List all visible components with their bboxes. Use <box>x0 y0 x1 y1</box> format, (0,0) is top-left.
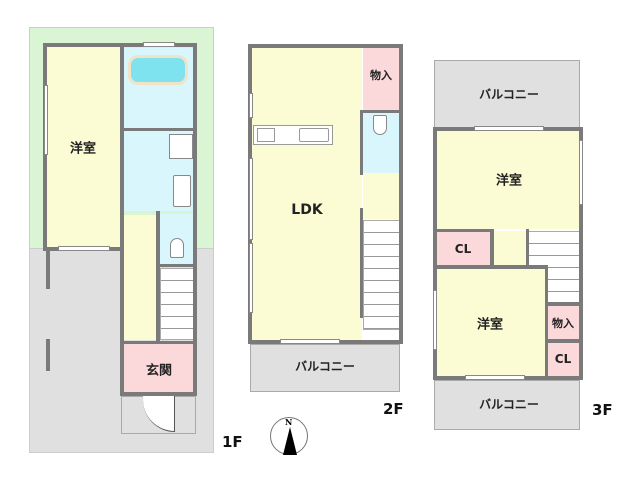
stairs-2f <box>363 220 401 330</box>
window <box>465 375 525 380</box>
window <box>249 158 253 240</box>
room-label: バルコニー <box>479 397 539 412</box>
room-western-3f-north <box>437 131 579 229</box>
room-label: LDK <box>291 202 323 218</box>
window <box>58 246 110 251</box>
wall <box>545 339 581 343</box>
wall <box>360 110 403 113</box>
floor-label-3f: 3F <box>592 401 613 419</box>
wall <box>193 43 197 396</box>
washing-machine-icon <box>169 134 193 159</box>
toilet-icon <box>170 238 184 258</box>
room-label: CL <box>454 242 472 256</box>
wall <box>43 43 196 47</box>
room-label: 洋室 <box>69 141 97 157</box>
kitchen-sink-icon <box>299 128 329 142</box>
storage-3f <box>548 306 579 339</box>
window <box>433 290 437 350</box>
compass-north-label: N <box>285 417 293 427</box>
floor-label-2f: 2F <box>383 400 404 418</box>
compass: N <box>270 417 308 455</box>
wall <box>433 127 437 380</box>
closet-3f-south <box>548 343 579 376</box>
room-ldk <box>252 47 362 341</box>
closet-3f-north <box>437 231 490 265</box>
window <box>249 93 253 118</box>
room-western-3f-south <box>437 269 545 376</box>
wall <box>120 392 197 396</box>
balcony-3f-north <box>434 60 580 128</box>
floor-label-1f: 1F <box>222 433 243 451</box>
room-label: バルコニー <box>479 87 539 102</box>
hallway-2f <box>363 173 399 219</box>
wall <box>124 341 194 344</box>
sink-icon <box>173 175 191 207</box>
balcony-3f-south <box>434 380 580 430</box>
parking-marker <box>46 249 50 289</box>
wall <box>360 208 363 318</box>
room-label: 洋室 <box>476 317 504 333</box>
wall <box>545 302 581 306</box>
window <box>280 339 340 344</box>
window <box>44 85 48 155</box>
hallway-3f <box>494 231 526 265</box>
window <box>474 126 544 131</box>
room-label: バルコニー <box>295 359 355 374</box>
window <box>249 243 253 313</box>
wall <box>124 128 194 131</box>
wall <box>437 265 547 269</box>
wall <box>120 43 124 396</box>
wall <box>545 265 548 378</box>
parking-marker <box>46 339 50 371</box>
wall <box>526 229 529 269</box>
kitchen-counter <box>253 125 333 145</box>
wall <box>437 229 492 232</box>
hallway-1f <box>123 215 158 340</box>
window <box>143 42 175 47</box>
room-label: 洋室 <box>495 173 523 189</box>
room-label: CL <box>554 352 572 366</box>
bathtub-icon <box>128 55 188 85</box>
toilet-icon <box>373 115 387 135</box>
room-western-1f <box>46 45 120 249</box>
wall <box>490 229 494 267</box>
room-entrance <box>123 344 195 394</box>
wall <box>399 44 403 344</box>
balcony-2f <box>250 344 400 392</box>
stove-icon <box>257 128 275 142</box>
room-storage-2f <box>363 47 399 110</box>
window <box>579 140 583 205</box>
room-label: 玄関 <box>145 363 173 379</box>
wall <box>156 264 194 267</box>
compass-needle-icon <box>283 427 297 455</box>
wall <box>248 44 403 48</box>
room-label: 物入 <box>552 317 574 330</box>
wall <box>156 211 160 343</box>
wall <box>579 127 583 380</box>
stairs-1f <box>160 268 196 340</box>
wall <box>360 110 363 175</box>
room-label: 物入 <box>370 69 392 82</box>
